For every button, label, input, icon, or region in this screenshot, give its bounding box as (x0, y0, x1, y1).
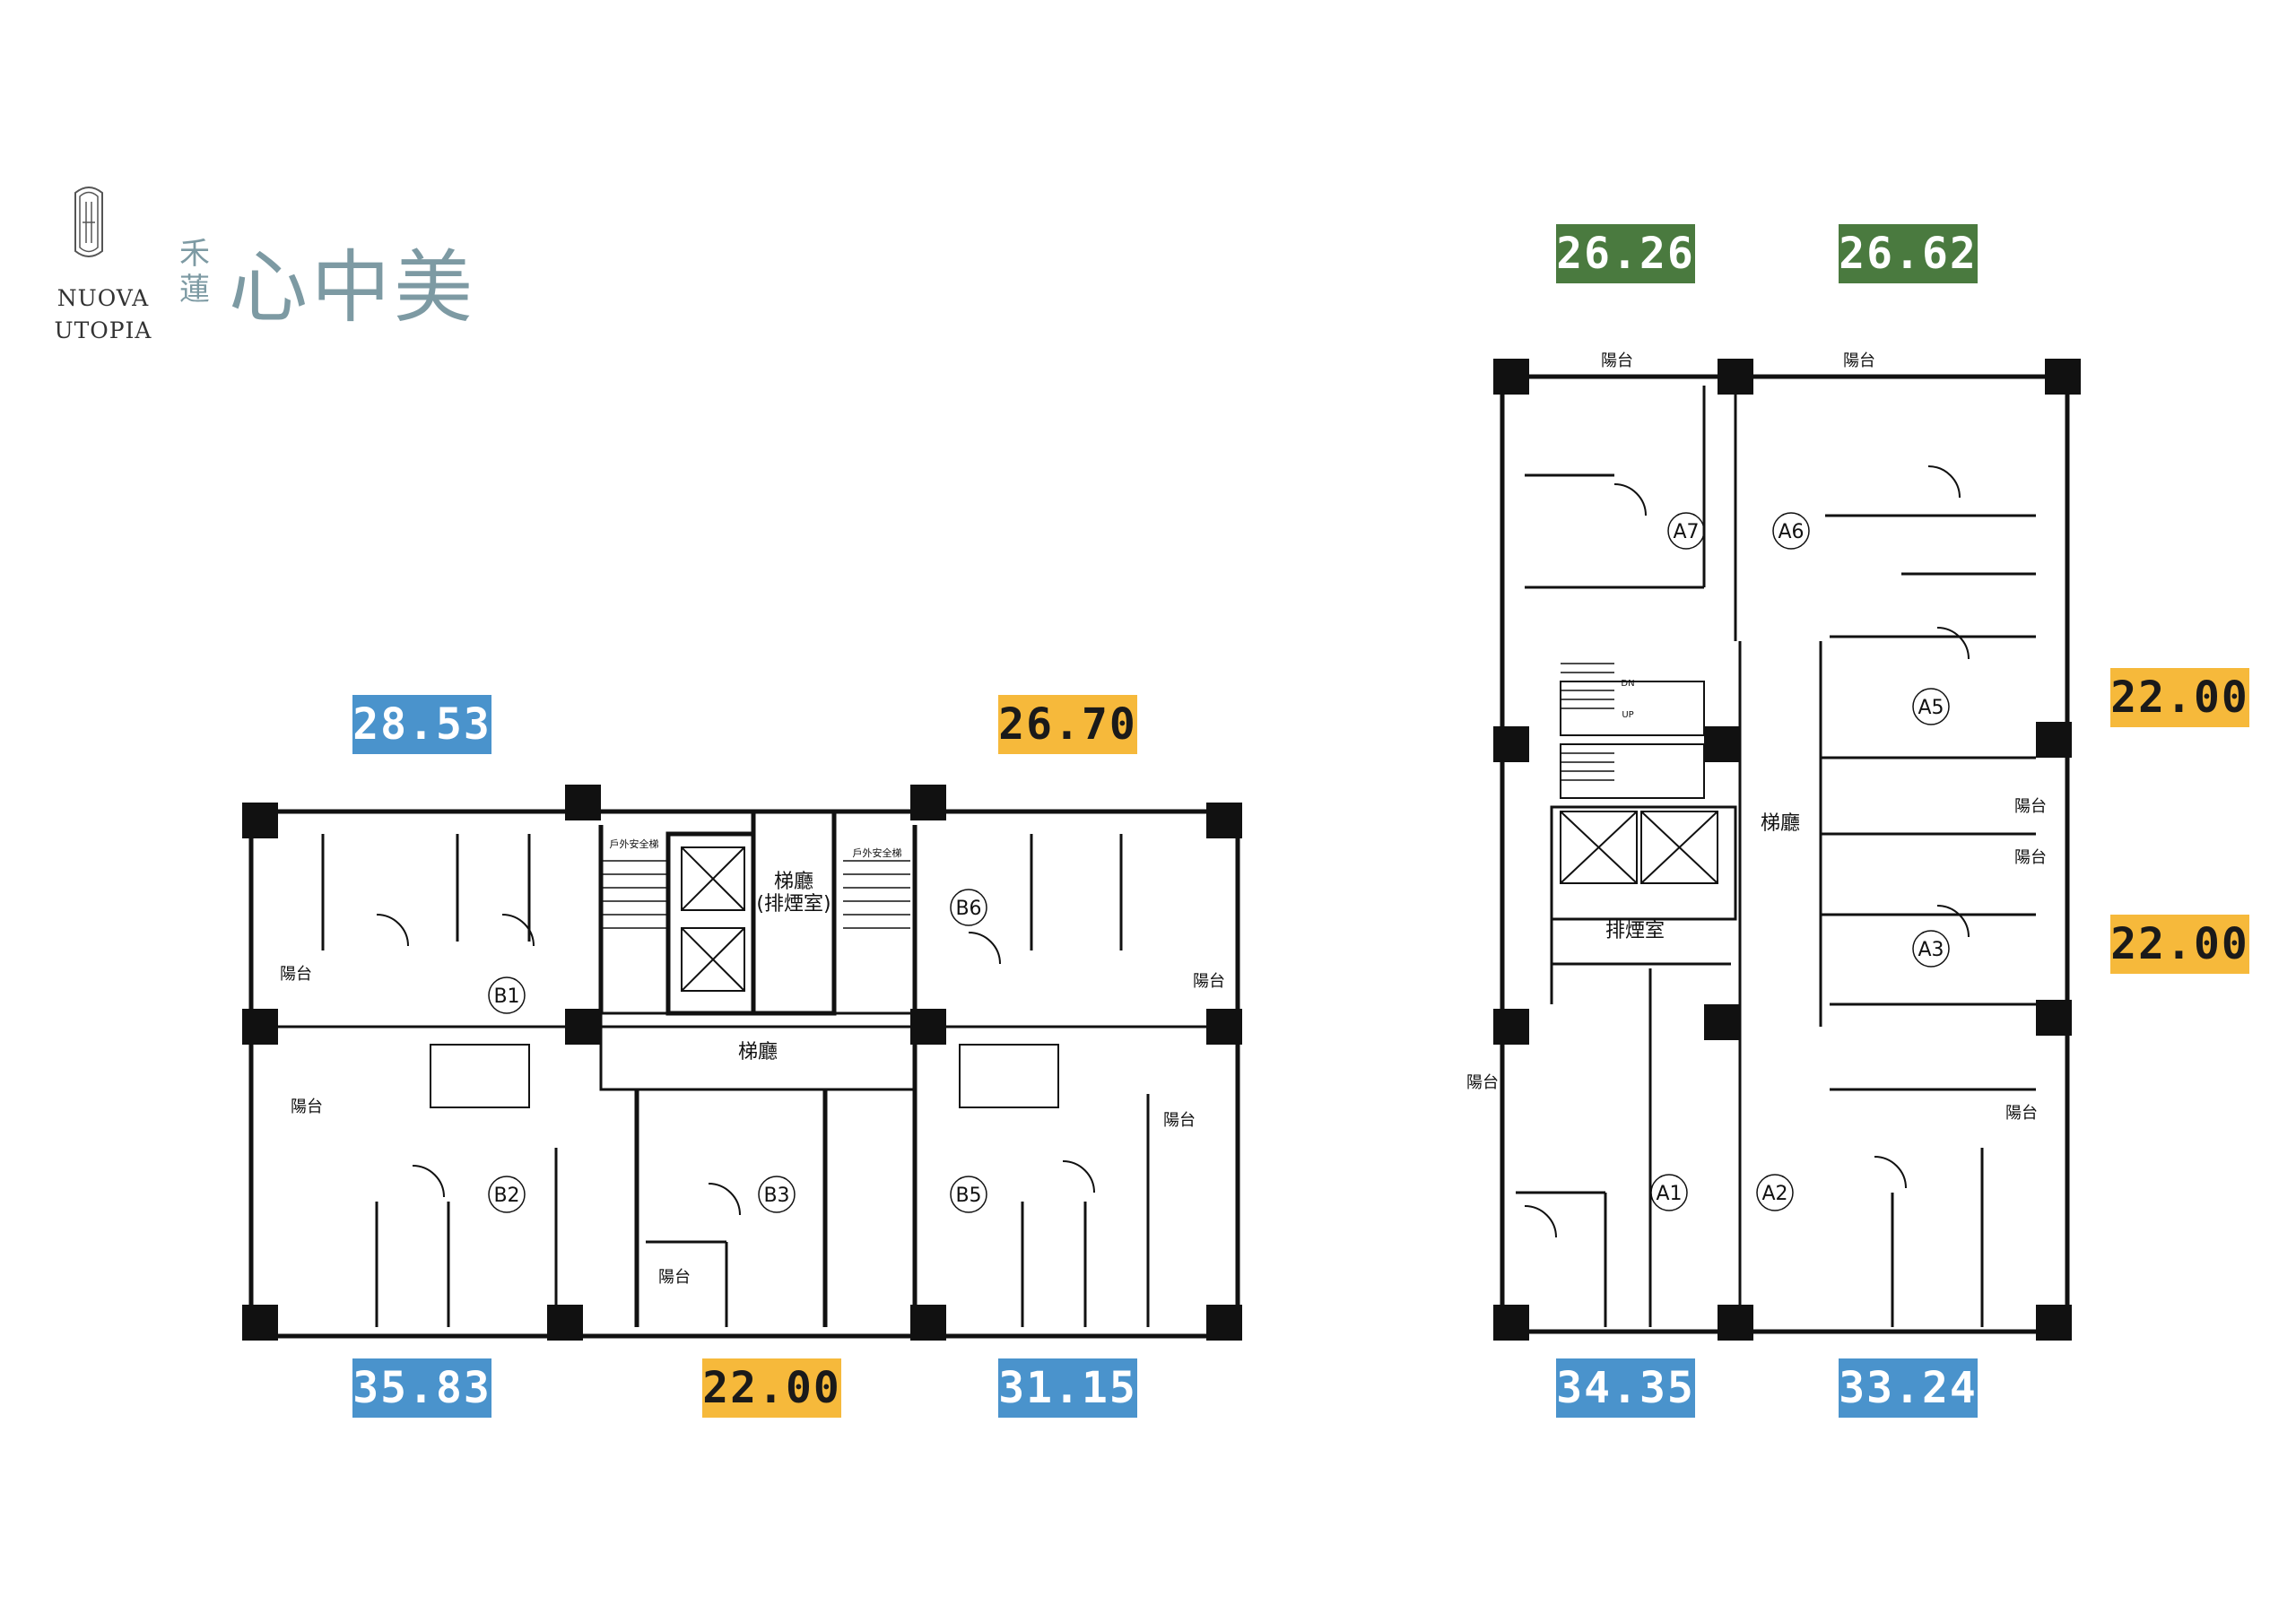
lobby-label-left: 梯廳 (738, 1041, 778, 1063)
balcony-label: 陽台 (2005, 1104, 2038, 1123)
lobby-label-right: 梯廳 (1761, 812, 1800, 835)
unit-label-a2: A2 (1761, 1183, 1787, 1205)
unit-label-a5: A5 (1918, 697, 1944, 719)
logo-cn-small: 禾蓮 (179, 236, 210, 308)
unit-label-b2: B2 (493, 1185, 519, 1207)
unit-label-a3: A3 (1918, 939, 1944, 961)
right-building-outline (1500, 374, 2070, 1334)
area-badge: 22.00 (2110, 668, 2249, 727)
balcony-label: 陽台 (2014, 848, 2047, 867)
unit-label-a6: A6 (1778, 521, 1804, 543)
unit-label-a7: A7 (1673, 521, 1699, 543)
logo-emblem-icon (74, 187, 103, 257)
stair-note-label: 戶外安全梯 (610, 838, 659, 850)
area-badge: 26.70 (998, 695, 1137, 754)
area-badge: 34.35 (1556, 1358, 1695, 1418)
logo-cn-title: 心中美 (229, 241, 477, 334)
area-badge: 28.53 (352, 695, 491, 754)
area-badge: 33.24 (1839, 1358, 1978, 1418)
unit-label-b3: B3 (763, 1185, 789, 1207)
lobby-smoke-label-1: 梯廳 (774, 871, 813, 893)
unit-label-b6: B6 (955, 898, 981, 920)
left-building-outline (248, 809, 1240, 1339)
balcony-label: 陽台 (658, 1268, 691, 1287)
unit-label-a1: A1 (1656, 1183, 1682, 1205)
stair-note-label: 戶外安全梯 (853, 846, 902, 859)
balcony-label: 陽台 (1193, 972, 1225, 991)
unit-label-b1: B1 (493, 985, 519, 1008)
area-badge: 22.00 (702, 1358, 841, 1418)
balcony-label: 陽台 (2014, 797, 2047, 816)
logo-wordmark: NUOVA UTOPIA (45, 282, 161, 347)
area-badge: 35.83 (352, 1358, 491, 1418)
balcony-label: 陽台 (280, 965, 312, 984)
stair-dn-label: DN (1621, 679, 1634, 689)
lobby-smoke-label-2: (排煙室) (756, 893, 831, 916)
area-badge: 22.00 (2110, 915, 2249, 974)
balcony-label: 陽台 (1163, 1111, 1196, 1130)
unit-label-b5: B5 (955, 1185, 981, 1207)
area-badge: 26.26 (1556, 224, 1695, 283)
balcony-label: 陽台 (1466, 1073, 1499, 1092)
logo-line-1: NUOVA (57, 285, 150, 311)
logo-line-2: UTOPIA (54, 317, 152, 343)
area-badge: 31.15 (998, 1358, 1137, 1418)
balcony-label: 陽台 (291, 1098, 323, 1116)
smoke-room-label: 排煙室 (1605, 920, 1665, 942)
area-badge: 26.62 (1839, 224, 1978, 283)
balcony-label: 陽台 (1601, 352, 1633, 370)
balcony-label: 陽台 (1843, 352, 1875, 370)
stair-up-label: UP (1622, 710, 1633, 720)
